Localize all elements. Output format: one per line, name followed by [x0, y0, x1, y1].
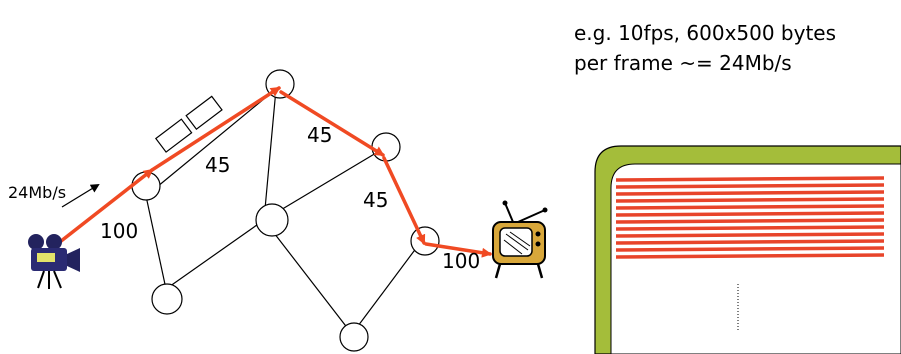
- link: [263, 146, 387, 221]
- router-node: [371, 132, 401, 162]
- link-label-second-hop: 45: [307, 123, 332, 147]
- packet-icon: [154, 95, 223, 153]
- rate-arrow: [61, 183, 100, 208]
- link-label-first-hop: 45: [205, 153, 230, 177]
- router-node: [255, 203, 289, 237]
- rate-annotation: e.g. 10fps, 600x500 bytes per frame ~= 2…: [574, 18, 900, 78]
- annotation-line-2: per frame ~= 24Mb/s: [574, 51, 792, 75]
- playout-buffer: [594, 145, 901, 354]
- frame-stripe: [615, 246, 885, 252]
- router-node: [151, 283, 183, 315]
- link: [145, 195, 167, 290]
- link: [351, 242, 421, 335]
- frame-stripe: [615, 218, 885, 224]
- frame-stripe: [615, 232, 885, 238]
- frame-stripe: [615, 204, 885, 210]
- annotation-line-1: e.g. 10fps, 600x500 bytes: [574, 21, 837, 45]
- frame-stripe: [615, 176, 885, 182]
- frame-stripe: [615, 253, 885, 259]
- path-segment: [382, 156, 426, 245]
- link-label-third-hop: 45: [363, 188, 388, 212]
- router-nodes: [131, 69, 440, 352]
- path-segment: [54, 168, 154, 247]
- frame-stripe: [615, 190, 885, 196]
- network-links: [145, 88, 421, 335]
- path-segment: [150, 86, 281, 172]
- link: [263, 88, 277, 221]
- frame-stripe: [615, 239, 885, 245]
- frame-stripe: [615, 211, 885, 217]
- router-node: [339, 322, 369, 352]
- streaming-path: [54, 86, 492, 258]
- link-label-tv: 100: [442, 249, 480, 273]
- router-node: [410, 226, 440, 256]
- frame-stripe: [615, 225, 885, 231]
- path-segment: [279, 90, 385, 157]
- video-camera-icon: [28, 234, 80, 289]
- link: [165, 219, 265, 290]
- buffer-frame-stripes: [615, 176, 885, 259]
- path-segment: [424, 242, 492, 258]
- frame-stripe: [615, 183, 885, 189]
- rate-label: 24Mb/s: [8, 183, 66, 202]
- television-icon: [492, 200, 548, 279]
- link-label-camera: 100: [100, 219, 138, 243]
- frame-stripe: [615, 197, 885, 203]
- link: [263, 219, 353, 335]
- link: [145, 88, 277, 197]
